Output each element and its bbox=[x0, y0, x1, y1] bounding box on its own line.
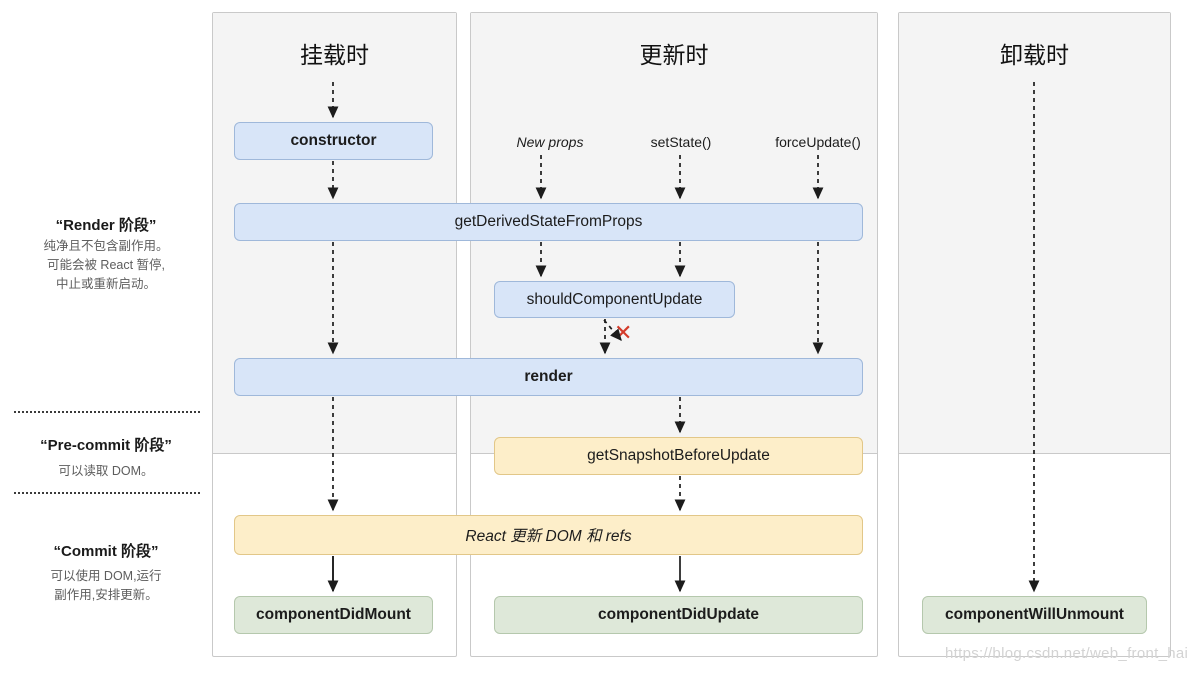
box-get-snapshot-before-update[interactable]: getSnapshotBeforeUpdate bbox=[494, 437, 863, 475]
box-constructor[interactable]: constructor bbox=[234, 122, 433, 160]
legend-title-commit: “Commit 阶段” bbox=[53, 543, 159, 560]
box-render[interactable]: render bbox=[234, 358, 863, 396]
column-title-updating: 更新时 bbox=[639, 42, 709, 68]
box-should-component-update[interactable]: shouldComponentUpdate bbox=[494, 281, 735, 318]
legend-divider-bottom bbox=[14, 492, 200, 494]
box-component-did-mount[interactable]: componentDidMount bbox=[234, 596, 433, 634]
legend-body-render: 纯净且不包含副作用。 可能会被 React 暂停, 中止或重新启动。 bbox=[43, 239, 169, 291]
column-title-mounting: 挂载时 bbox=[300, 42, 369, 68]
trigger-label-force-update: forceUpdate() bbox=[775, 134, 861, 150]
box-get-derived-state-from-props[interactable]: getDerivedStateFromProps bbox=[234, 203, 863, 241]
legend-title-render: “Render 阶段” bbox=[55, 217, 157, 234]
trigger-label-new-props: New props bbox=[516, 134, 584, 150]
legend-body-precommit: 可以读取 DOM。 bbox=[58, 464, 154, 478]
watermark-text: https://blog.csdn.net/web_front_hai bbox=[945, 645, 1189, 662]
trigger-label-set-state: setState() bbox=[650, 134, 712, 150]
box-component-will-unmount[interactable]: componentWillUnmount bbox=[922, 596, 1147, 634]
panel-unmounting-render-region bbox=[899, 13, 1170, 454]
legend-title-precommit: “Pre-commit 阶段” bbox=[40, 437, 172, 454]
column-title-unmounting: 卸载时 bbox=[1000, 42, 1069, 68]
skip-render-x-marker: ✕ bbox=[614, 320, 633, 345]
legend-divider-top bbox=[14, 411, 200, 413]
box-react-updates-dom-and-refs[interactable]: React 更新 DOM 和 refs bbox=[234, 515, 863, 555]
box-component-did-update[interactable]: componentDidUpdate bbox=[494, 596, 863, 634]
legend-body-commit: 可以使用 DOM,运行 副作用,安排更新。 bbox=[50, 569, 162, 602]
